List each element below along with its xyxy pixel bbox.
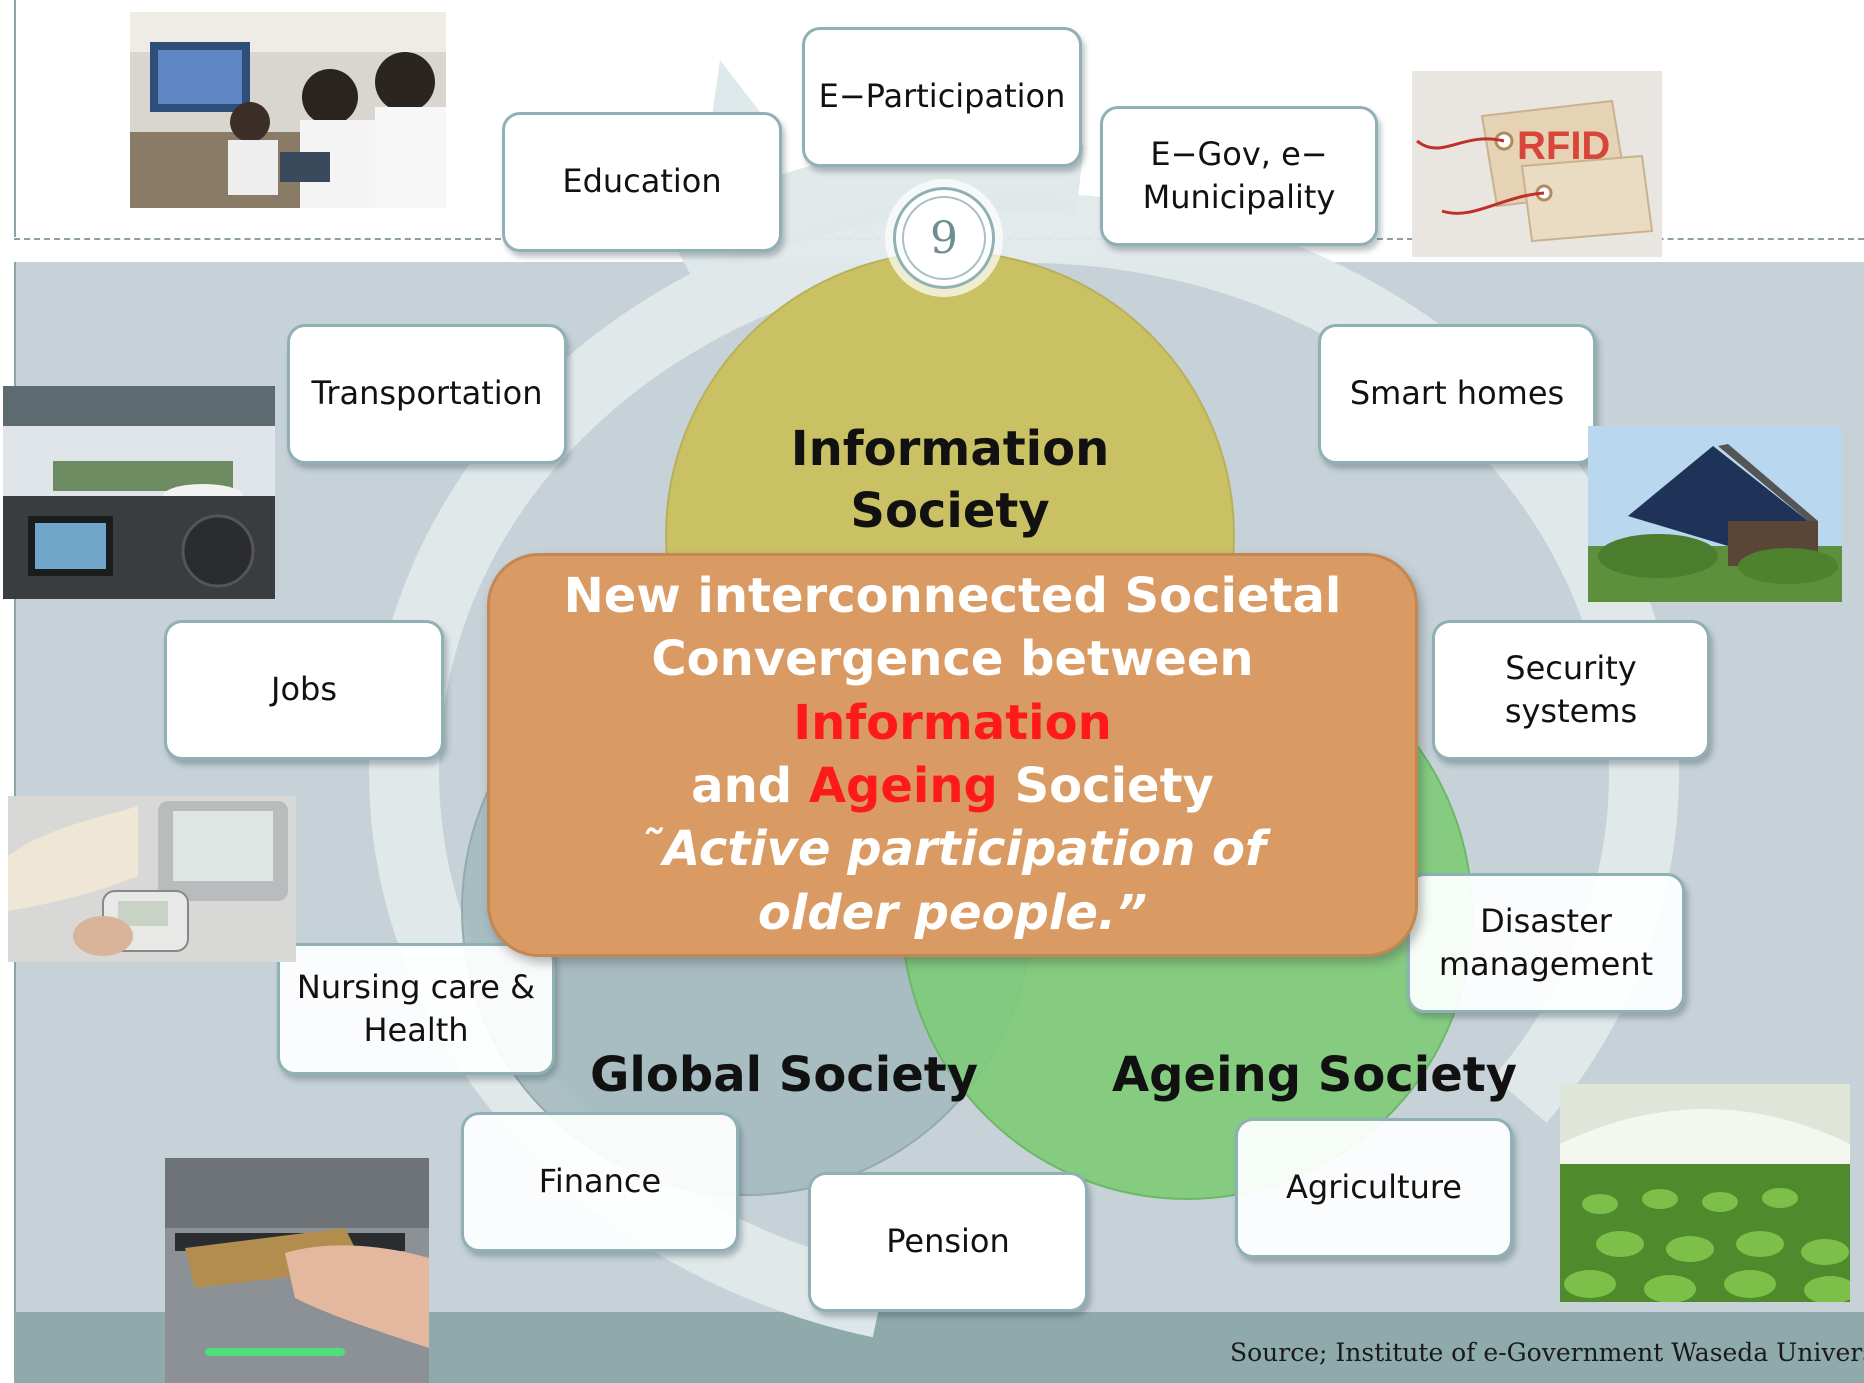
box-disaster-management: Disaster management xyxy=(1407,873,1685,1013)
solar-house-photo xyxy=(1588,426,1842,602)
atm-card-photo xyxy=(165,1158,429,1383)
highlight-information: Information xyxy=(793,694,1112,751)
central-quote: ˜Active participation of older people.” xyxy=(639,821,1266,941)
rfid-label: RFID xyxy=(1517,124,1610,168)
central-line-2: Convergence between Information xyxy=(651,631,1254,751)
box-pension: Pension xyxy=(808,1172,1088,1312)
ageing-society-label: Ageing Society xyxy=(1112,1047,1517,1103)
highlight-ageing: Ageing xyxy=(808,758,998,814)
classroom-photo xyxy=(130,12,446,208)
box-security-systems: Security systems xyxy=(1432,620,1710,760)
information-society-label: Information Society xyxy=(790,421,1110,540)
greenhouse-photo xyxy=(1560,1084,1850,1302)
rfid-tag-photo: RFID xyxy=(1412,71,1662,257)
blood-pressure-photo xyxy=(8,796,296,962)
central-statement-box: New interconnected Societal Convergence … xyxy=(487,553,1418,957)
box-egov-municipality: E−Gov, e− Municipality xyxy=(1100,106,1378,246)
box-education: Education xyxy=(502,112,782,252)
source-citation: Source; Institute of e-Government Waseda… xyxy=(1230,1338,1864,1367)
global-society-label: Global Society xyxy=(590,1047,978,1103)
central-line-3: and Ageing Society xyxy=(691,758,1214,814)
box-jobs: Jobs xyxy=(164,620,444,760)
slide-number-badge: 9 xyxy=(893,187,995,289)
car-navigation-photo xyxy=(3,386,275,599)
box-smart-homes: Smart homes xyxy=(1318,324,1596,464)
box-finance: Finance xyxy=(461,1112,739,1252)
box-nursing-care-health: Nursing care & Health xyxy=(277,943,555,1075)
box-transportation: Transportation xyxy=(287,324,567,464)
box-agriculture: Agriculture xyxy=(1235,1118,1513,1258)
box-e-participation: E−Participation xyxy=(802,27,1082,167)
slide-number: 9 xyxy=(930,212,958,264)
central-line-1: New interconnected Societal xyxy=(563,567,1342,624)
